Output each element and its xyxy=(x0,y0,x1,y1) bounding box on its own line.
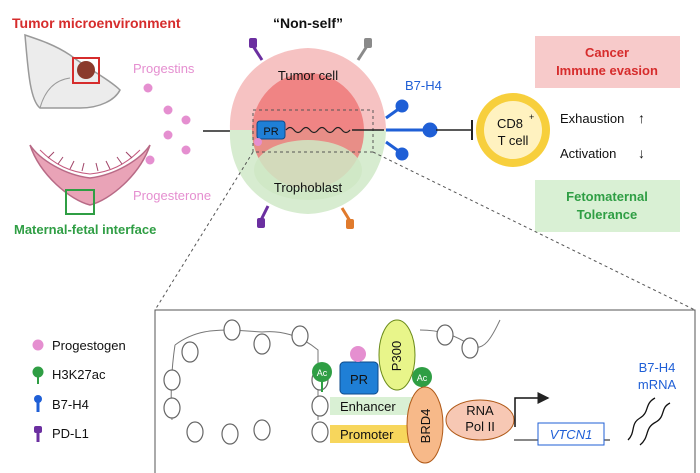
cancer-box xyxy=(535,36,680,88)
zoom-region-box xyxy=(252,109,374,153)
immune-evasion-label: Immune evasion xyxy=(556,63,658,78)
maternal-fetal-interface-title: Maternal-fetal interface xyxy=(14,222,156,237)
tumor-cell-label: Tumor cell xyxy=(278,68,338,83)
activation-label: Activation xyxy=(560,146,616,161)
legend-h3k27ac-icon xyxy=(32,366,44,378)
surface-marker-top-right xyxy=(356,38,372,61)
central-cell xyxy=(229,48,386,214)
b7h4-label: B7-H4 xyxy=(405,78,442,93)
pr-receptor-shape xyxy=(256,120,286,140)
cd8-superscript: + xyxy=(529,112,534,122)
mrna-label-line1: B7-H4 xyxy=(639,360,676,375)
interface-highlight-box xyxy=(65,189,95,215)
legend-b7h4-label: B7-H4 xyxy=(52,397,89,412)
exhaustion-label: Exhaustion xyxy=(560,111,624,126)
promoter-label: Promoter xyxy=(340,427,394,442)
enhancer-region xyxy=(330,397,416,415)
surface-pdl1-top-left xyxy=(249,38,264,61)
legend: Progestogen H3K27ac B7-H4 PD-L1 xyxy=(32,338,126,442)
non-self-label: “Non-self” xyxy=(273,15,343,31)
pr-enhancer-label: PR xyxy=(350,372,368,387)
p300-label: P300 xyxy=(389,341,404,371)
dna-wave xyxy=(285,126,351,134)
rna-label: RNA xyxy=(466,403,494,418)
exhaustion-arrow: ↑ xyxy=(638,110,645,126)
legend-progestogen-label: Progestogen xyxy=(52,338,126,353)
vtcn1-gene-label: VTCN1 xyxy=(550,427,593,442)
rna-pol-ii-shape xyxy=(445,399,515,441)
t-cell-label: T cell xyxy=(498,133,529,148)
mrna-strand-2 xyxy=(639,402,671,446)
b7h4-cluster xyxy=(385,99,438,161)
bound-progestogen-dot xyxy=(254,138,262,146)
progestins-label: Progestins xyxy=(133,61,195,76)
tolerance-label: Tolerance xyxy=(577,207,637,222)
tumor-microenvironment-title: Tumor microenvironment xyxy=(12,15,181,31)
trophoblast-label: Trophoblast xyxy=(274,180,343,195)
legend-progestogen-icon xyxy=(32,339,44,351)
ac-mark-left xyxy=(312,362,332,392)
cd8-cell-inner xyxy=(484,101,542,159)
tumor-highlight-box xyxy=(72,57,100,84)
mrna-label-line2: mRNA xyxy=(638,377,677,392)
surface-marker-bottom-right xyxy=(340,207,354,229)
fetomaternal-box xyxy=(535,180,680,232)
placenta-illustration xyxy=(29,144,151,215)
pol-ii-label: Pol II xyxy=(465,419,495,434)
breast-illustration xyxy=(24,33,121,109)
brd4-label: BRD4 xyxy=(418,409,433,444)
fetomaternal-label: Fetomaternal xyxy=(566,189,648,204)
mrna-strand-1 xyxy=(627,397,656,441)
progestogen-dots xyxy=(143,83,191,165)
ac-mark-right-label: Ac xyxy=(417,373,428,383)
pr-bound-progestogen xyxy=(350,346,366,362)
cd8-label: CD8 xyxy=(497,116,523,131)
legend-pdl1-label: PD-L1 xyxy=(52,426,89,441)
ac-mark-left-label: Ac xyxy=(317,368,328,378)
brd4-shape xyxy=(406,386,444,464)
vtcn1-gene-box xyxy=(537,422,605,446)
progesterone-label: Progesterone xyxy=(133,188,211,203)
surface-pdl1-bottom-left xyxy=(257,205,270,228)
pr-receptor-label: PR xyxy=(263,126,278,138)
p300-shape xyxy=(378,319,416,391)
transcription-start-arrow xyxy=(514,392,550,427)
pr-enhancer-shape xyxy=(339,361,379,395)
enhancer-label: Enhancer xyxy=(340,399,396,414)
activation-arrow: ↓ xyxy=(638,145,645,161)
cancer-label: Cancer xyxy=(585,45,629,60)
legend-h3k27ac-label: H3K27ac xyxy=(52,367,106,382)
nucleosomes xyxy=(163,319,479,445)
zoom-line-left xyxy=(154,151,254,311)
promoter-region xyxy=(330,425,416,443)
